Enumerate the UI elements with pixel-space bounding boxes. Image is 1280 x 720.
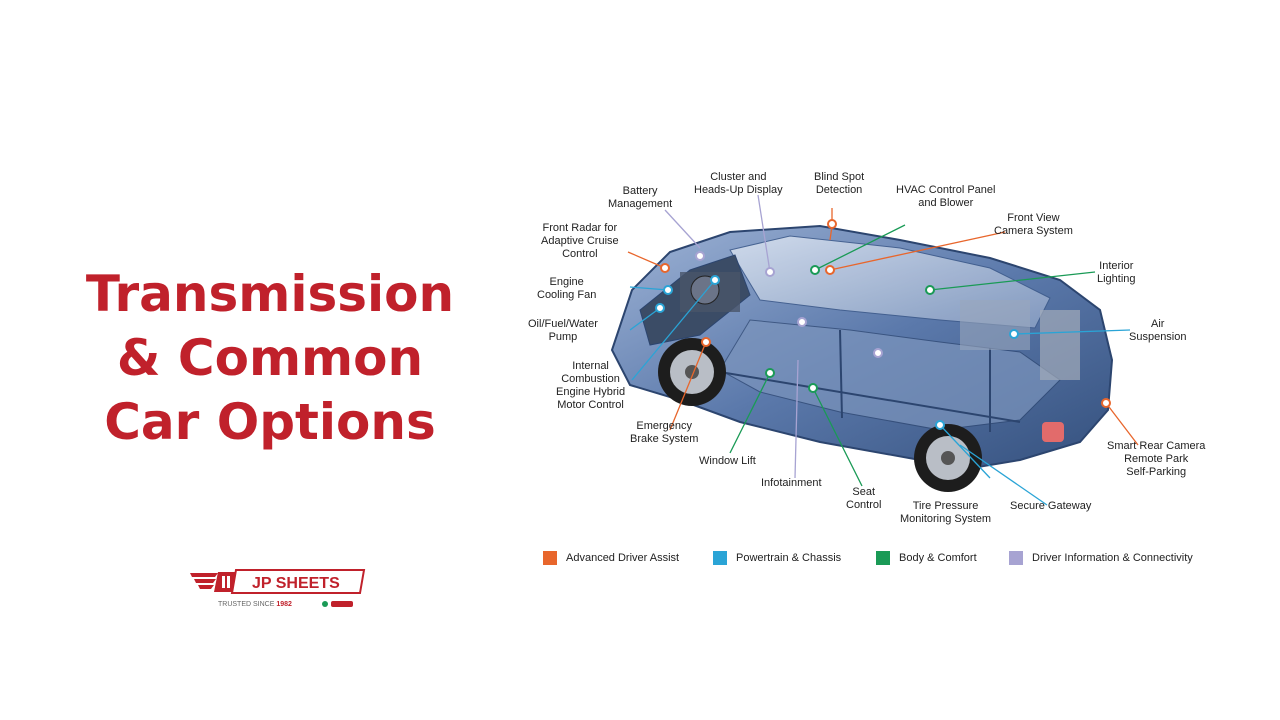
label-hvac: HVAC Control Panel and Blower bbox=[896, 184, 996, 209]
legend: Advanced Driver Assist Powertrain & Chas… bbox=[543, 551, 1233, 569]
logo-name: JP SHEETS bbox=[252, 575, 340, 592]
title-line-1: Transmission bbox=[85, 265, 455, 323]
legend-label: Powertrain & Chassis bbox=[736, 552, 842, 564]
legend-item-body: Body & Comfort bbox=[876, 551, 977, 565]
title-line-3: Car Options bbox=[104, 393, 436, 451]
label-infotainment: Infotainment bbox=[761, 477, 822, 489]
car-diagram: Battery Management Cluster and Heads-Up … bbox=[520, 160, 1240, 580]
car-illustration bbox=[610, 224, 1114, 472]
label-seat-control: Seat Control bbox=[846, 486, 882, 511]
legend-swatch bbox=[543, 551, 557, 565]
logo-badge-icon bbox=[322, 601, 328, 607]
label-emergency-brake: Emergency Brake System bbox=[630, 420, 699, 445]
logo-wings-icon bbox=[190, 572, 236, 592]
label-front-view-camera: Front View Camera System bbox=[994, 212, 1073, 237]
label-blind-spot: Blind Spot Detection bbox=[814, 171, 865, 196]
label-battery-management: Battery Management bbox=[608, 185, 673, 210]
rear-wheel bbox=[914, 424, 982, 492]
callout-lines bbox=[627, 194, 1139, 506]
legend-swatch bbox=[876, 551, 890, 565]
label-tire-pressure: Tire Pressure Monitoring System bbox=[900, 500, 992, 525]
label-air-suspension: Air Suspension bbox=[1129, 318, 1187, 343]
legend-label: Body & Comfort bbox=[899, 552, 977, 564]
label-window-lift: Window Lift bbox=[699, 455, 756, 467]
legend-item-driver-info: Driver Information & Connectivity bbox=[1009, 551, 1193, 565]
logo-tagline: TRUSTED SINCE 1982 bbox=[218, 601, 292, 608]
title-line-2: & Common bbox=[116, 329, 424, 387]
logo-year: 1982 bbox=[276, 601, 292, 608]
legend-item-powertrain: Powertrain & Chassis bbox=[713, 551, 841, 565]
label-interior-lighting: Interior Lighting bbox=[1097, 260, 1136, 285]
label-internal-combustion: Internal Combustion Engine Hybrid Motor … bbox=[556, 360, 626, 411]
legend-item-advanced: Advanced Driver Assist bbox=[543, 551, 679, 565]
label-engine-cooling-fan: Engine Cooling Fan bbox=[537, 276, 597, 301]
callout-dots bbox=[655, 219, 1111, 430]
front-wheel bbox=[658, 338, 726, 406]
label-oil-fuel-water-pump: Oil/Fuel/Water Pump bbox=[528, 318, 598, 343]
logo-tagline-prefix: TRUSTED SINCE bbox=[218, 601, 276, 608]
legend-swatch bbox=[1009, 551, 1023, 565]
label-cluster-hud: Cluster and Heads-Up Display bbox=[694, 171, 783, 196]
jp-sheets-logo: JP SHEETS TRUSTED SINCE 1982 bbox=[188, 568, 366, 614]
label-smart-rear-camera: Smart Rear Camera Remote Park Self-Parki… bbox=[1107, 440, 1206, 478]
label-front-radar: Front Radar for Adaptive Cruise Control bbox=[541, 222, 619, 260]
logo-badge-icon bbox=[331, 601, 353, 607]
label-secure-gateway: Secure Gateway bbox=[1010, 500, 1092, 512]
legend-label: Driver Information & Connectivity bbox=[1032, 552, 1193, 564]
page-title: Transmission & Common Car Options bbox=[60, 262, 480, 454]
legend-swatch bbox=[713, 551, 727, 565]
legend-label: Advanced Driver Assist bbox=[566, 552, 680, 564]
